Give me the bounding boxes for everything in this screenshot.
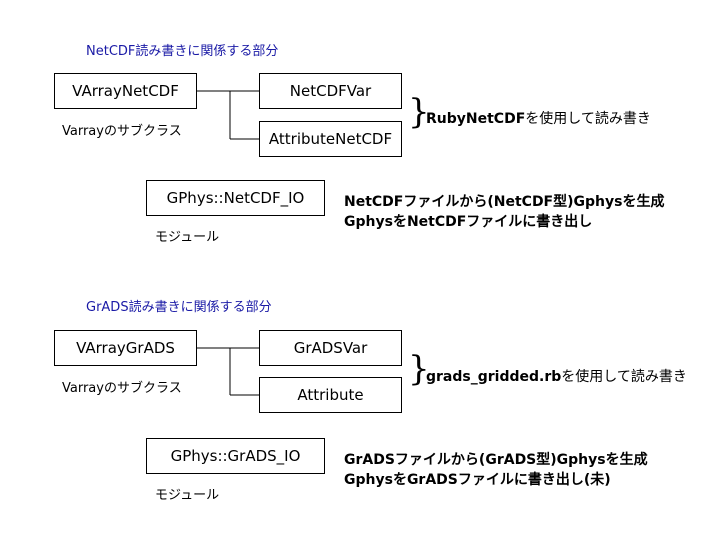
gphys-netcdf-io-box: GPhys::NetCDF_IO xyxy=(146,180,325,216)
grads-io-desc-line1: GrADSファイルから(GrADS型)Gphysを生成 xyxy=(344,452,648,468)
netcdf-brace-note-rest: を使用して読み書き xyxy=(525,111,651,127)
gphys-grads-io-box: GPhys::GrADS_IO xyxy=(146,438,325,474)
attribute-box: Attribute xyxy=(259,377,402,413)
netcdf-brace-note: RubyNetCDFを使用して読み書き xyxy=(426,109,651,129)
netcdf-io-desc-line2: GphysをNetCDFファイルに書き出し xyxy=(344,214,593,230)
attribute-netcdf-box: AttributeNetCDF xyxy=(259,121,402,157)
netcdf-library-name: RubyNetCDF xyxy=(426,111,526,127)
grads-brace-note-rest: を使用して読み書き xyxy=(561,369,687,385)
varray-grads-box: VArrayGrADS xyxy=(54,330,197,366)
varray-netcdf-subclass-label: Varrayのサブクラス xyxy=(62,124,182,139)
grads-section-title: GrADS読み書きに関係する部分 xyxy=(86,300,272,315)
grads-var-box: GrADSVar xyxy=(259,330,402,366)
varray-netcdf-box: VArrayNetCDF xyxy=(54,73,197,109)
netcdf-io-module-label: モジュール xyxy=(155,230,220,245)
grads-io-desc-line2: GphysをGrADSファイルに書き出し(未) xyxy=(344,472,611,488)
varray-grads-subclass-label: Varrayのサブクラス xyxy=(62,381,182,396)
grads-brace: } xyxy=(408,349,430,389)
grads-library-name: grads_gridded.rb xyxy=(426,369,562,385)
netcdf-brace: } xyxy=(408,92,430,132)
netcdf-io-description: NetCDFファイルから(NetCDF型)Gphysを生成 GphysをNetC… xyxy=(344,192,664,232)
netcdf-io-desc-line1: NetCDFファイルから(NetCDF型)Gphysを生成 xyxy=(344,194,665,210)
grads-brace-note: grads_gridded.rbを使用して読み書き xyxy=(426,367,687,387)
netcdf-var-box: NetCDFVar xyxy=(259,73,402,109)
netcdf-section-title: NetCDF読み書きに関係する部分 xyxy=(86,44,279,59)
grads-io-description: GrADSファイルから(GrADS型)Gphysを生成 GphysをGrADSフ… xyxy=(344,450,648,490)
grads-io-module-label: モジュール xyxy=(155,488,220,503)
